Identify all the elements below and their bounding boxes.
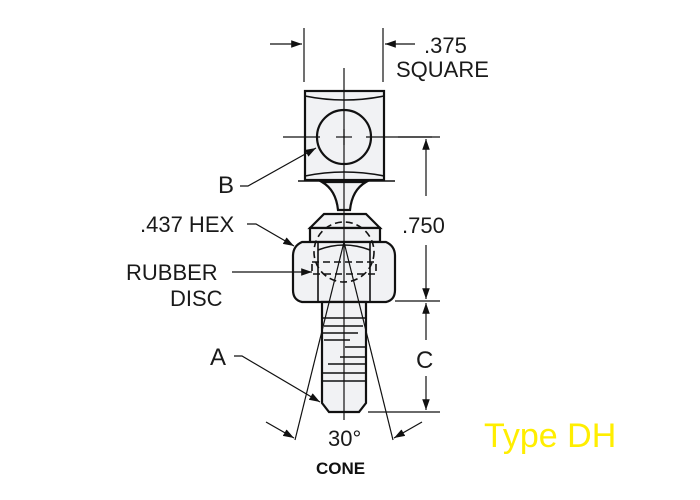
cone-label: CONE xyxy=(316,459,365,478)
ball-callout-label: B xyxy=(218,172,234,199)
height-dimension xyxy=(395,136,440,302)
thread-callout-label: A xyxy=(210,344,226,371)
square-unit-label: SQUARE xyxy=(396,57,489,82)
thread-length-dimension xyxy=(368,303,440,413)
hex-collar xyxy=(307,212,383,244)
square-dimension: .375 SQUARE xyxy=(270,28,489,82)
type-title: Type DH xyxy=(484,417,616,455)
rubber-disc-label-line2: DISC xyxy=(170,286,223,311)
height-label: .750 xyxy=(402,213,445,238)
hex-callout-label: .437 HEX xyxy=(140,212,234,237)
rubber-disc-label-line1: RUBBER xyxy=(126,260,218,285)
thread-length-label: C xyxy=(416,347,433,374)
cone-angle-label: 30° xyxy=(328,426,361,451)
square-head xyxy=(283,89,432,182)
cone-lines xyxy=(265,241,423,441)
square-value-label: .375 xyxy=(424,33,467,58)
